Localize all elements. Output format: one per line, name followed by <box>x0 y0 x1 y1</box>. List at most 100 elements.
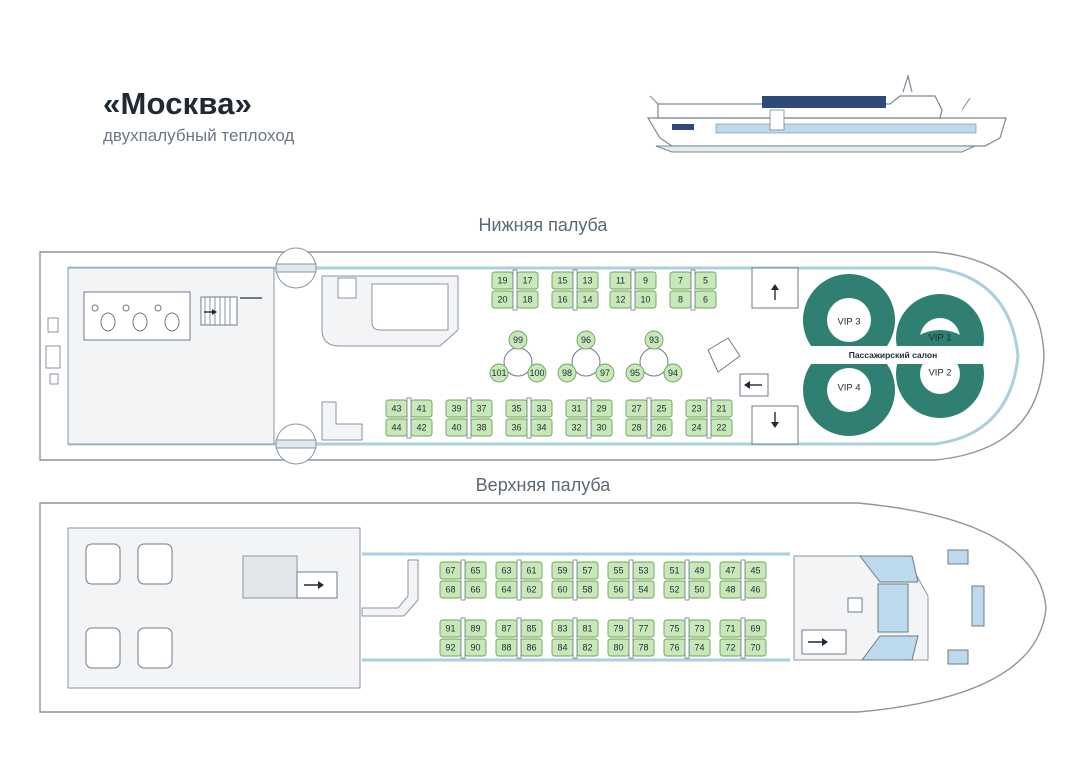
seat-number: 84 <box>557 643 567 653</box>
seat[interactable] <box>625 363 645 383</box>
seat-number: 47 <box>725 566 735 576</box>
seat-number: 34 <box>536 423 546 433</box>
seat-number: 101 <box>491 368 506 378</box>
seat-number: 39 <box>451 404 461 414</box>
seat-number: 61 <box>526 566 536 576</box>
seat-number: 46 <box>750 585 760 595</box>
seat-number: 41 <box>416 404 426 414</box>
seat-number: 16 <box>557 295 567 305</box>
seat-number: 67 <box>445 566 455 576</box>
seat-number: 64 <box>501 585 511 595</box>
seat-number: 97 <box>600 368 610 378</box>
seat-number: 8 <box>678 295 683 305</box>
seat-number: 94 <box>668 368 678 378</box>
seat-number: 45 <box>750 566 760 576</box>
seat-number: 82 <box>582 643 592 653</box>
seat-number: 23 <box>691 404 701 414</box>
vip-4-label: VIP 4 <box>837 383 860 394</box>
seat[interactable] <box>557 363 577 383</box>
seat-number: 57 <box>582 566 592 576</box>
seat-number: 70 <box>750 643 760 653</box>
seat-number: 68 <box>445 585 455 595</box>
seat-number: 98 <box>562 368 572 378</box>
seat-number: 17 <box>522 276 532 286</box>
seat-number: 89 <box>470 624 480 634</box>
seat-number: 27 <box>631 404 641 414</box>
seat-number: 30 <box>596 423 606 433</box>
seat[interactable] <box>489 363 509 383</box>
seat[interactable] <box>644 330 664 350</box>
table <box>460 559 466 601</box>
table <box>684 559 690 601</box>
table <box>526 397 532 439</box>
seat-number: 81 <box>582 624 592 634</box>
upper_blocks-seat-block: 83 81 84 82 <box>551 617 599 659</box>
seat-number: 33 <box>536 404 546 414</box>
seat-number: 18 <box>522 295 532 305</box>
seat-number: 55 <box>613 566 623 576</box>
toilet-block <box>83 291 191 341</box>
seat-number: 54 <box>638 585 648 595</box>
seat-number: 86 <box>526 643 536 653</box>
seat[interactable] <box>663 363 683 383</box>
seat-number: 87 <box>501 624 511 634</box>
seat-number: 19 <box>497 276 507 286</box>
vip-3-label: VIP 3 <box>837 317 860 328</box>
table <box>586 397 592 439</box>
seat-number: 60 <box>557 585 567 595</box>
seat-number: 49 <box>694 566 704 576</box>
vip-2-label: VIP 2 <box>928 368 951 379</box>
table <box>740 617 746 659</box>
table <box>628 617 634 659</box>
seat[interactable] <box>576 330 596 350</box>
seat-number: 72 <box>725 643 735 653</box>
table <box>516 617 522 659</box>
seat-number: 6 <box>703 295 708 305</box>
seat-number: 42 <box>416 423 426 433</box>
seat-number: 43 <box>391 404 401 414</box>
seat-number: 15 <box>557 276 567 286</box>
page-subtitle: двухпалубный теплоход <box>103 126 295 145</box>
seat-number: 63 <box>501 566 511 576</box>
seat-number: 32 <box>571 423 581 433</box>
seat-number: 62 <box>526 585 536 595</box>
upper-deck-label: Верхняя палуба <box>475 475 611 495</box>
table <box>630 269 636 311</box>
seat-number: 83 <box>557 624 567 634</box>
seat[interactable] <box>527 363 547 383</box>
seat-number: 99 <box>513 335 523 345</box>
seat-number: 20 <box>497 295 507 305</box>
seat-number: 13 <box>582 276 592 286</box>
seat-number: 88 <box>501 643 511 653</box>
upper_blocks-seat-block: 63 61 64 62 <box>495 559 543 601</box>
table <box>684 617 690 659</box>
seat-number: 28 <box>631 423 641 433</box>
seat-number: 69 <box>750 624 760 634</box>
seat-number: 5 <box>703 276 708 286</box>
seat-number: 40 <box>451 423 461 433</box>
upper-deck <box>39 502 1047 713</box>
seat-number: 14 <box>582 295 592 305</box>
seat-number: 71 <box>725 624 735 634</box>
seat-number: 75 <box>669 624 679 634</box>
seat[interactable] <box>508 330 528 350</box>
seat-number: 91 <box>445 624 455 634</box>
seat-number: 90 <box>470 643 480 653</box>
seat-number: 22 <box>716 423 726 433</box>
seat[interactable] <box>595 363 615 383</box>
seat-number: 51 <box>669 566 679 576</box>
table <box>690 269 696 311</box>
seat-number: 11 <box>616 276 625 286</box>
